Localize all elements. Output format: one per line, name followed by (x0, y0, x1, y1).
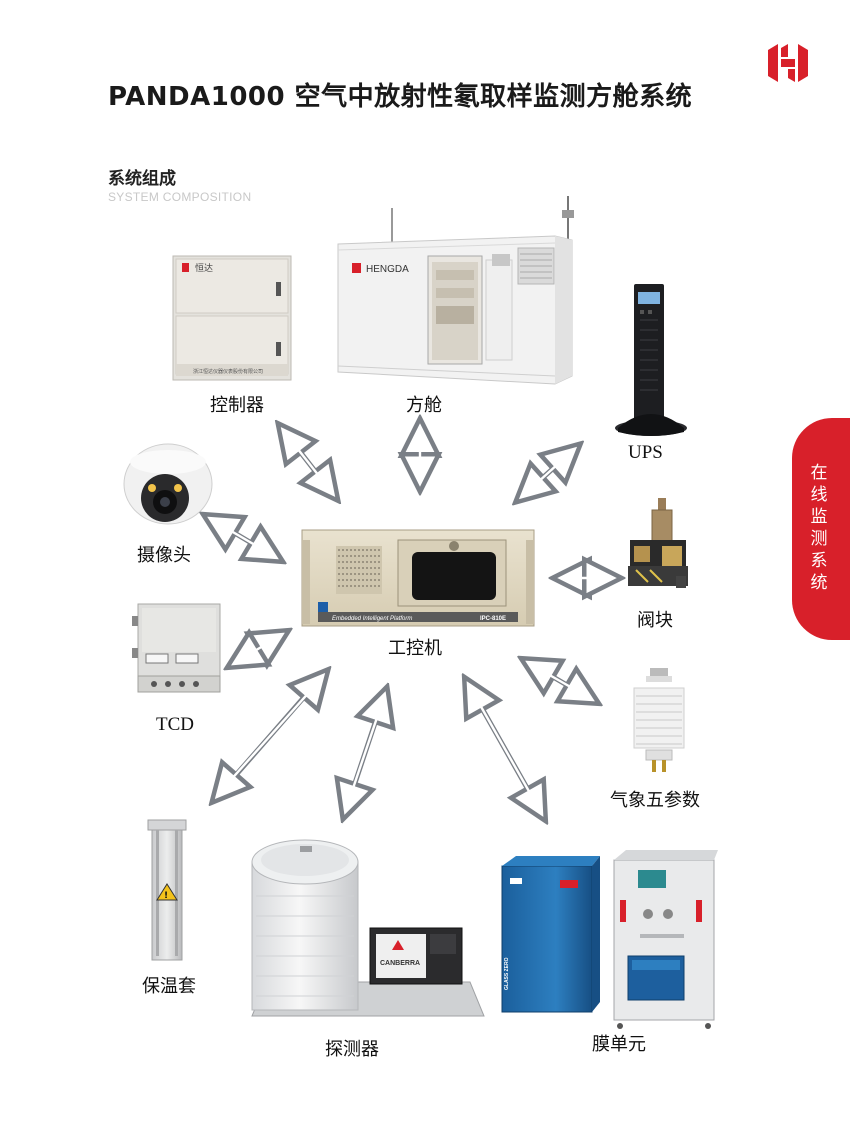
page-title: PANDA1000 空气中放射性氡取样监测方舱系统 (108, 82, 693, 112)
controller-nameplate: 恒达 (195, 262, 213, 274)
weather-sensor-image (633, 668, 685, 772)
label-membrane: 膜单元 (592, 1034, 646, 1055)
side-tab (792, 418, 850, 640)
detector-brand: CANBERRA (380, 960, 420, 967)
label-ipc: 工控机 (388, 638, 442, 659)
label-camera: 摄像头 (137, 545, 191, 566)
section-title: 系统组成 (108, 169, 176, 189)
jacket-image: ! (147, 819, 187, 961)
label-valve: 阀块 (637, 610, 673, 631)
ipc-panel-text: Embedded Intelligent Platform (332, 616, 412, 622)
side-tab-label: 在线监测系统 (810, 463, 828, 593)
tcd-image (132, 603, 221, 693)
svg-text:!: ! (164, 891, 168, 901)
label-tcd: TCD (156, 714, 194, 735)
ipc-model: IPC-810E (480, 616, 506, 622)
cabin-image (337, 196, 574, 385)
ipc-image (301, 529, 535, 627)
hengda-logo-icon (768, 44, 808, 82)
label-weather: 气象五参数 (610, 790, 700, 811)
label-controller: 控制器 (210, 395, 264, 416)
valve-block-image (628, 498, 688, 588)
detector-image (251, 839, 485, 1017)
controller-cabinet-image (172, 255, 292, 381)
ups-image (615, 284, 687, 436)
membrane-unit-image (501, 850, 718, 1029)
cabin-brand: HENGDA (366, 264, 409, 275)
label-cabin: 方舱 (406, 395, 442, 416)
membrane-brand: GLASS ZERO (504, 957, 510, 990)
label-jacket: 保温套 (142, 976, 196, 997)
camera-image (123, 443, 213, 525)
controller-maker: 浙江恒达仪器仪表股份有限公司 (193, 368, 263, 375)
label-ups: UPS (628, 442, 663, 463)
label-detector: 探测器 (325, 1039, 379, 1060)
section-subtitle: SYSTEM COMPOSITION (108, 190, 252, 204)
